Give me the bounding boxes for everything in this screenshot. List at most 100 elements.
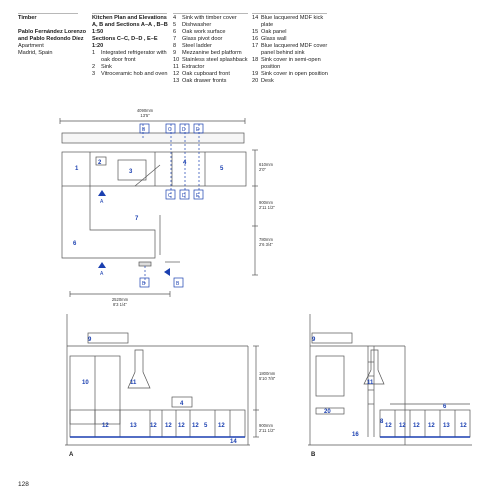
plan-width-ft: 13'5" (140, 113, 150, 118)
plan-label-6: 6 (73, 241, 77, 247)
project-architects: Pablo Fernández Lorenzo and Pablo Redond… (18, 29, 87, 42)
section-label-a: A (100, 199, 104, 205)
elevation-b-label: B (311, 452, 316, 458)
elev-a-base-mm: 900mm (259, 423, 273, 428)
plan-bottom-mm: 2520mm (112, 297, 129, 302)
plan-label-2: 2 (98, 160, 102, 166)
drawing-info: Kitchen Plan and Elevations A, B and Sec… (92, 15, 168, 78)
project-type: Apartment (18, 43, 44, 49)
elev-b-label-9: 9 (312, 337, 316, 343)
plan-dim3-ft: 2'6 3/4" (259, 242, 273, 247)
elev-b-label-13: 13 (443, 423, 450, 429)
elevation-b-lines (308, 314, 472, 446)
elev-b-label-8: 8 (380, 419, 384, 425)
section-label-e: E (196, 193, 200, 199)
elev-a-label-12: 12 (218, 423, 225, 429)
elev-a-height-ft: 5'10 7/8" (259, 376, 276, 381)
elev-a-label-12: 12 (165, 423, 172, 429)
elev-b-label-16: 16 (352, 432, 359, 438)
plan-lower-area (61, 186, 156, 259)
plan-label-7: 7 (135, 216, 139, 222)
elevation-a-label: A (69, 452, 74, 458)
elev-a-label-12: 12 (102, 423, 109, 429)
elevation-a-lines (65, 314, 259, 446)
plan-dim3-mm: 780mm (259, 237, 273, 242)
elev-a-label-5: 5 (204, 423, 208, 429)
section-label-c: C (168, 127, 172, 133)
plan-label-5: 5 (220, 166, 224, 172)
plan-label-3: 3 (129, 169, 133, 175)
arrow-right-icon (164, 268, 170, 276)
elev-b-label-12: 12 (399, 423, 406, 429)
elev-b-bed-platform (311, 332, 353, 344)
arrow-up-icon (98, 262, 106, 268)
section-label-b: B (142, 281, 146, 287)
plan-dim1-ft: 2'0" (259, 167, 266, 172)
elev-a-label-12: 12 (192, 423, 199, 429)
elev-a-label-4: 4 (180, 401, 184, 407)
plan-label-1: 1 (75, 166, 79, 172)
section-label-d: D (182, 193, 186, 199)
elev-b-label-6: 6 (443, 404, 447, 410)
plan-view-arrows (98, 190, 170, 276)
elev-a-extractor (127, 349, 151, 389)
plan-width-mm: 4090mm (137, 108, 154, 113)
elev-a-label-13: 13 (130, 423, 137, 429)
elev-a-label-11: 11 (130, 380, 137, 386)
elev-a-height-mm: 1800mm (259, 371, 276, 376)
elev-b-label-11: 11 (367, 380, 374, 386)
elev-a-label-10: 10 (82, 380, 89, 386)
plan-dim2-mm: 900mm (259, 200, 273, 205)
project-info: Timber Pablo Fernández Lorenzo and Pablo… (18, 15, 90, 57)
drawing-sections: Sections C–C, D–D , E–E (92, 36, 158, 42)
plan-bottom-ft: 8'3 1/4" (113, 302, 127, 307)
elev-a-label-12: 12 (150, 423, 157, 429)
drawing-scale-1: 1:50 (92, 29, 104, 35)
drawing-title: Kitchen Plan and Elevations A, B and Sec… (92, 15, 168, 28)
elev-a-label-14: 14 (230, 439, 237, 445)
elev-a-label-9: 9 (88, 337, 92, 343)
plan-top-slab (61, 132, 245, 144)
section-label-d: D (182, 127, 186, 133)
plan-counter (61, 151, 247, 187)
elev-b-label-20: 20 (324, 409, 331, 415)
section-label-e: E (196, 127, 200, 133)
section-label-a: A (100, 271, 104, 277)
arrow-up-icon (98, 190, 106, 196)
section-label-c: C (168, 193, 172, 199)
plan-sink-2 (95, 156, 107, 166)
plan-hob-3 (117, 159, 147, 181)
elev-b-label-12: 12 (385, 423, 392, 429)
plan-dim2-ft: 2'11 1/2" (259, 205, 275, 210)
elev-a-label-12: 12 (178, 423, 185, 429)
elev-b-label-12: 12 (460, 423, 467, 429)
project-location: Madrid, Spain (18, 50, 53, 56)
project-title: Timber (18, 15, 37, 21)
section-label-b: B (176, 281, 180, 287)
plan-dim1-mm: 610mm (259, 162, 273, 167)
plan-label-4: 4 (183, 160, 187, 166)
section-label-b: B (142, 127, 146, 133)
